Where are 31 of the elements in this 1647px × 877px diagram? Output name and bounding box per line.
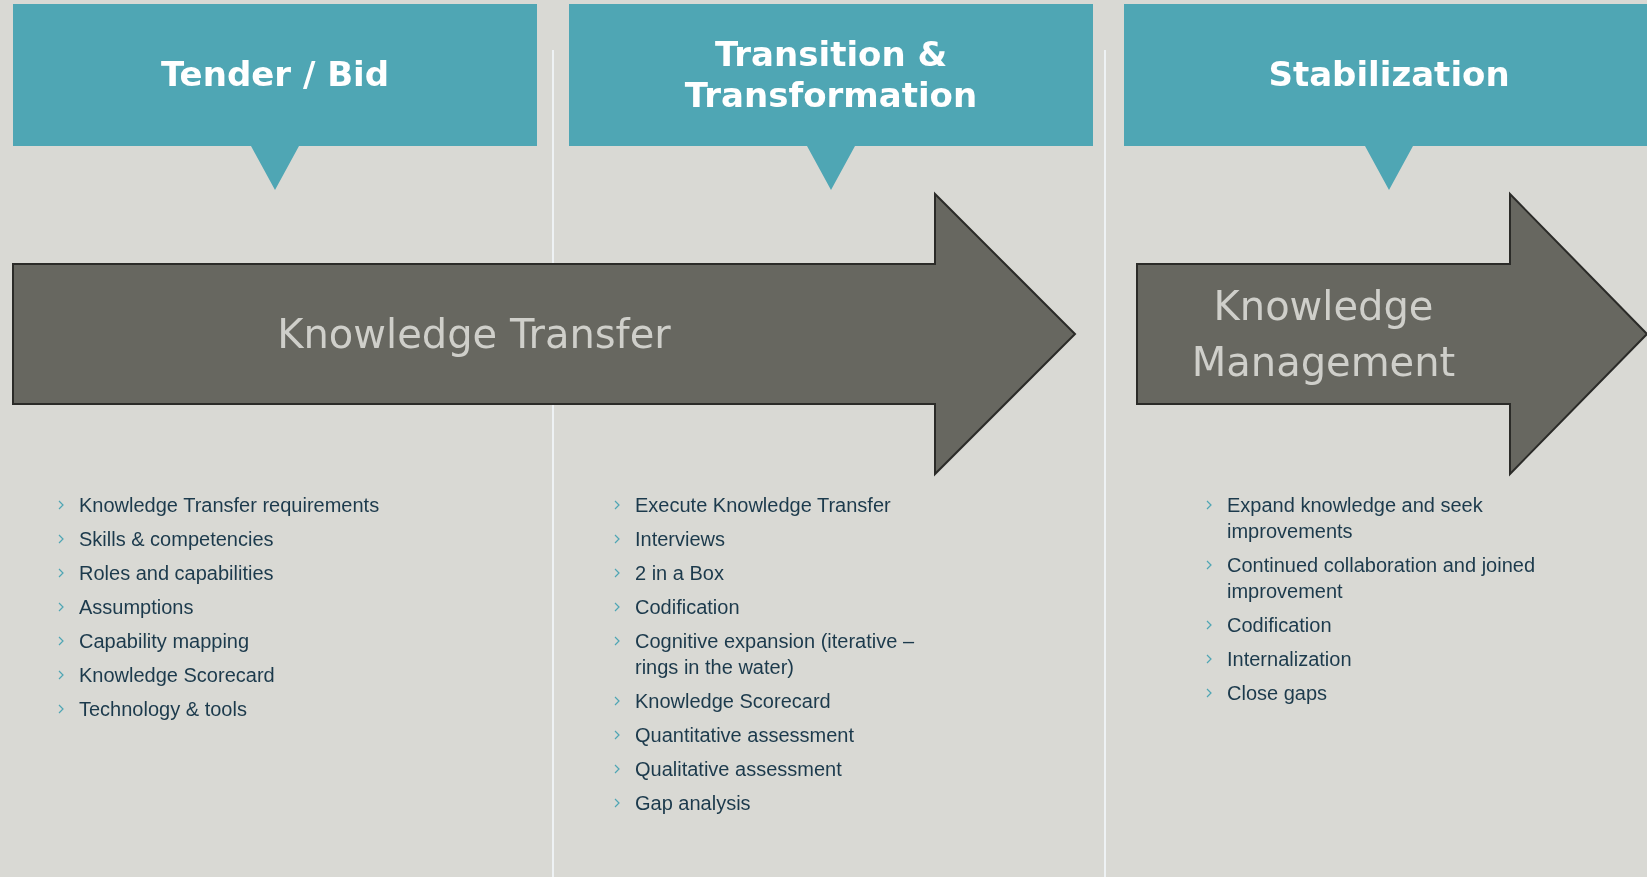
block-arrow: [1137, 194, 1647, 474]
bullet-text: Roles and capabilities: [79, 562, 274, 584]
bullet-text: Assumptions: [79, 596, 194, 618]
bullet-text: Cognitive expansion (iterative – rings in the water): [635, 630, 915, 678]
callout-banner: [569, 4, 1093, 190]
bullet-text: Continued collaboration and joined improvement: [1227, 554, 1535, 602]
phase-title: Tender / Bid: [159, 53, 391, 97]
bullet-text: Qualitative assessment: [635, 758, 842, 780]
bullet-text: Close gaps: [1227, 682, 1328, 704]
bullet-text: Capability mapping: [79, 630, 250, 652]
bullet-text: Internalization: [1227, 648, 1352, 670]
bullet-text: Quantitative assessment: [635, 724, 854, 746]
phase-title: Transition & Transformation: [683, 32, 979, 117]
callout-banner: [13, 4, 537, 190]
phase-title: Stabilization: [1267, 53, 1511, 97]
bullet-text: Codification: [1227, 614, 1332, 636]
bullet-text: Interviews: [635, 528, 726, 550]
bullet-text: Knowledge Scorecard: [79, 664, 275, 686]
bullet-text: Knowledge Transfer requirements: [79, 494, 380, 516]
bullet-text: Technology & tools: [79, 698, 247, 720]
bullet-text: Expand knowledge and seek improvements: [1227, 494, 1483, 542]
arrow-label: Knowledge Transfer: [276, 310, 672, 359]
block-arrow: [13, 194, 1075, 474]
bullet-text: Gap analysis: [635, 792, 751, 814]
bullet-text: Codification: [635, 596, 740, 618]
bullet-text: Skills & competencies: [79, 528, 274, 550]
callout-banner: [1124, 4, 1647, 190]
arrow-label: Knowledge Management: [1190, 282, 1457, 387]
bullet-text: 2 in a Box: [635, 562, 724, 584]
bullet-text: Execute Knowledge Transfer: [635, 494, 891, 516]
bullet-text: Knowledge Scorecard: [635, 690, 831, 712]
